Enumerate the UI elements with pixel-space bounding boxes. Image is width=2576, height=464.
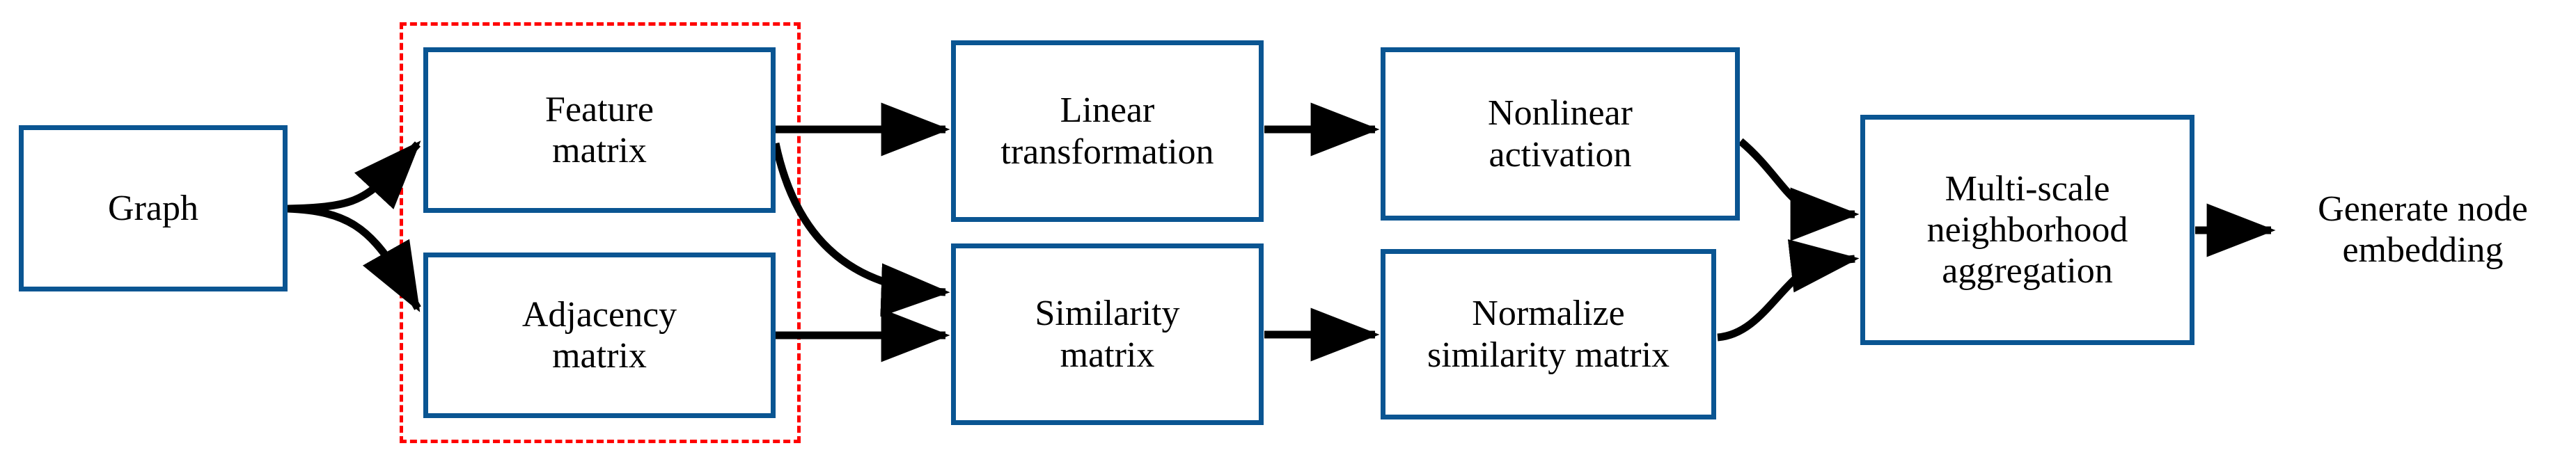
node-linear-transformation-label: Linear transformation [1000,90,1214,172]
node-similarity-matrix[interactable]: Similarity matrix [951,243,1264,425]
node-linear-transformation[interactable]: Linear transformation [951,40,1264,222]
node-multiscale-neighborhood-aggregation-label: Multi-scale neighborhood aggregation [1926,168,2128,291]
node-generate-node-embedding-label: Generate node embedding [2318,189,2528,270]
node-similarity-matrix-label: Similarity matrix [1035,294,1180,375]
edge-graph-to-feature-matrix [287,141,421,213]
node-multiscale-neighborhood-aggregation[interactable]: Multi-scale neighborhood aggregation [1860,115,2194,345]
node-nonlinear-activation[interactable]: Nonlinear activation [1381,47,1740,221]
edge-normalize-similarity-matrix-to-multiscale-aggregation [1717,239,1860,342]
node-nonlinear-activation-label: Nonlinear activation [1488,93,1633,175]
edge-feature-matrix-to-similarity-matrix [771,142,950,317]
node-graph[interactable]: Graph [19,125,288,291]
edge-graph-to-adjacency-matrix [287,205,421,312]
node-adjacency-matrix[interactable]: Adjacency matrix [423,253,776,418]
node-feature-matrix[interactable]: Feature matrix [423,47,776,213]
node-normalize-similarity-matrix-label: Normalize similarity matrix [1427,294,1670,375]
edge-nonlinear-activation-to-multiscale-aggregation [1738,138,1860,241]
node-generate-node-embedding: Generate node embedding [2277,167,2569,292]
node-normalize-similarity-matrix[interactable]: Normalize similarity matrix [1381,249,1716,419]
node-adjacency-matrix-label: Adjacency matrix [521,294,677,376]
node-feature-matrix-label: Feature matrix [545,89,654,170]
node-graph-label: Graph [108,188,198,228]
